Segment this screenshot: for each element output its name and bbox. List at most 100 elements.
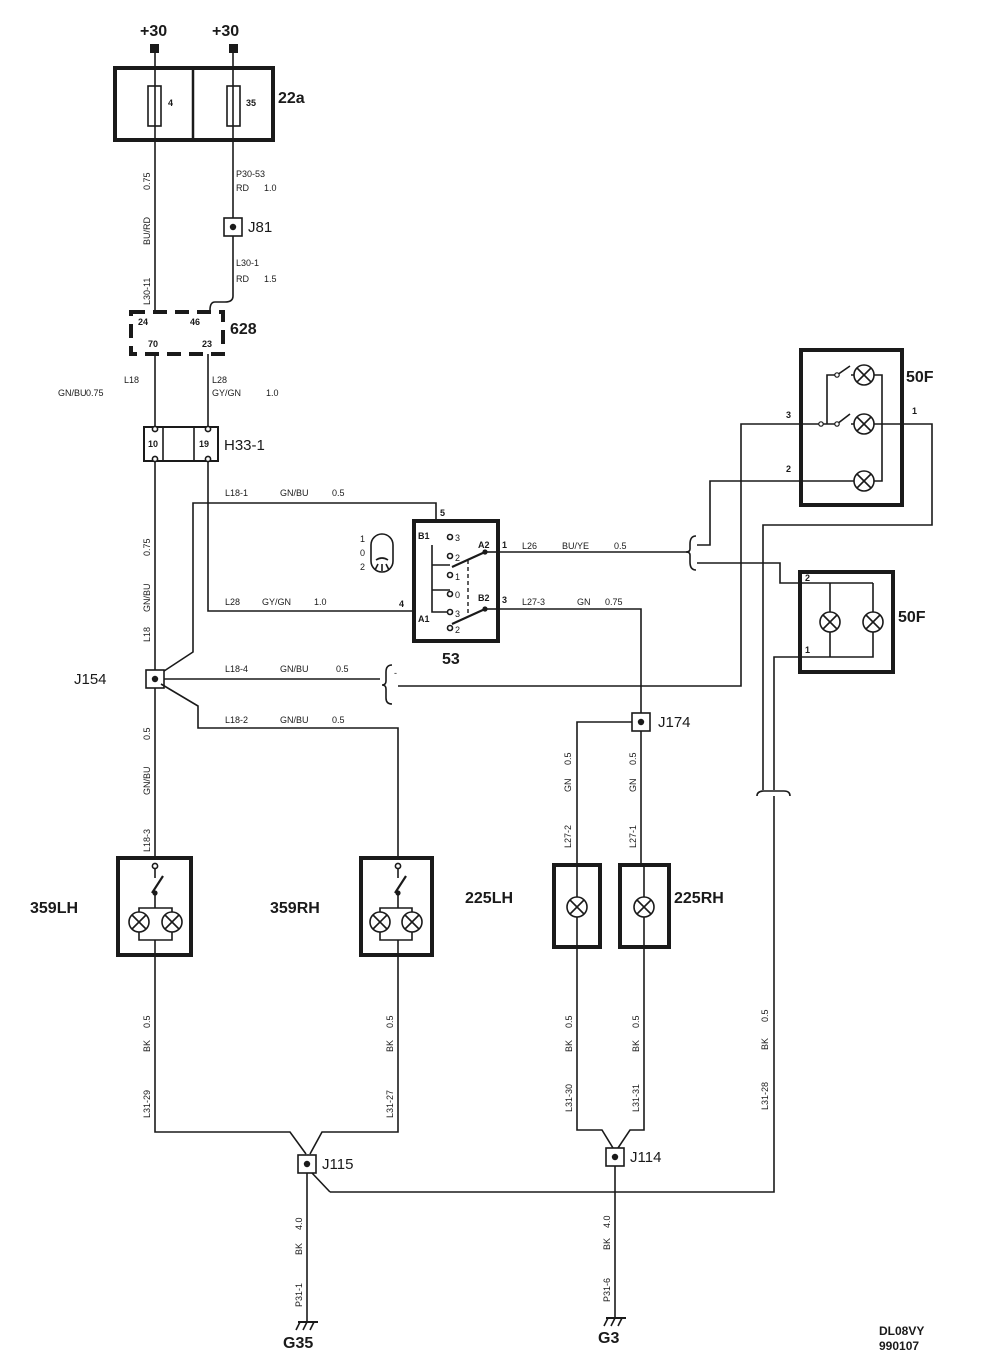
- c628-pin-46: 46: [190, 317, 200, 327]
- l18-2-size: 0.5: [332, 715, 345, 725]
- switch-pin-5: 5: [440, 508, 445, 518]
- j81-wire-size: 1.5: [264, 274, 277, 284]
- l31-29-size: 0.5: [142, 1015, 152, 1028]
- connector-h33-1: 10 19 H33-1: [143, 425, 265, 463]
- l18-4-size: 0.5: [336, 664, 349, 674]
- fuse35-wire-id: P30-53: [236, 169, 265, 179]
- l31-28-color: BK: [760, 1038, 770, 1050]
- supply-right-label: +30: [212, 23, 239, 40]
- f50-bottom-lamp-2-icon: [862, 611, 884, 633]
- f50-top-pin2: 2: [786, 464, 791, 474]
- fuse-4-label: 4: [168, 98, 173, 108]
- fuse4-wire-size: 0.75: [142, 172, 152, 190]
- f50-top-pin3: 3: [786, 410, 791, 420]
- h33-pin-19: 19: [199, 439, 209, 449]
- h33-pin-10: 10: [148, 439, 158, 449]
- ground-g3-icon: G3: [598, 1317, 626, 1347]
- switch-contact-2: 2: [455, 553, 460, 563]
- j81-label: J81: [248, 219, 272, 236]
- junction-j174: J174: [631, 712, 691, 732]
- switch-id: 53: [442, 651, 460, 668]
- rh359-lamp-a-icon: [369, 911, 391, 933]
- footer-date: 990107: [879, 1339, 919, 1353]
- switch-b1: B1: [418, 531, 430, 541]
- switch-53: 53 5 4 1 3 B1 A1 A2 B2 3 2 1 0 3 2: [399, 508, 507, 668]
- switch-contact-0: 0: [455, 590, 460, 600]
- j81-wire-color: RD: [236, 274, 249, 284]
- l18-wire-size: 0.75: [86, 388, 104, 398]
- lh225-lamp-icon: [566, 896, 588, 918]
- l18-4-dash: -: [394, 668, 397, 678]
- l31-31-color: BK: [631, 1040, 641, 1052]
- l31-27-color: BK: [385, 1040, 395, 1052]
- l27-1-size: 0.5: [628, 752, 638, 765]
- p31-6-size: 4.0: [602, 1215, 612, 1228]
- j174-label: J174: [658, 714, 691, 731]
- p31-6-id: P31-6: [602, 1278, 612, 1302]
- g35-label: G35: [283, 1335, 313, 1352]
- l28-wire-size: 1.0: [266, 388, 279, 398]
- f50-top-lamp-2-icon: [853, 413, 875, 435]
- switch-pin-1: 1: [502, 540, 507, 550]
- l28-sw-size: 1.0: [314, 597, 327, 607]
- connector-628: 628 24 46 70 23: [129, 310, 257, 356]
- l31-27-size: 0.5: [385, 1015, 395, 1028]
- wire-j81-to-628: [209, 236, 234, 311]
- j81-wire-id: L30-1: [236, 258, 259, 268]
- switch-b2: B2: [478, 593, 490, 603]
- wire-j115-to-l31-28: [311, 1172, 331, 1193]
- l26-id: L26: [522, 541, 537, 551]
- ground-g35-icon: G35: [283, 1321, 318, 1352]
- rh225-lamp-icon: [633, 896, 655, 918]
- l18-3-id: L18-3: [142, 829, 152, 852]
- l31-28-size: 0.5: [760, 1009, 770, 1022]
- rh359-lamp-b-icon: [401, 911, 423, 933]
- wire-l18-2: [160, 683, 399, 858]
- l18-1-size: 0.5: [332, 488, 345, 498]
- switch-contact-1: 1: [455, 572, 460, 582]
- wire-50f-top-pin1-ground: [762, 423, 933, 790]
- footer-code: DL08VY: [879, 1324, 924, 1338]
- supply-right-terminal: [229, 44, 238, 53]
- l27-1-color: GN: [628, 779, 638, 793]
- supply-left-terminal: [150, 44, 159, 53]
- h33-down-color: GN/BU: [142, 583, 152, 612]
- l18-1-color: GN/BU: [280, 488, 309, 498]
- f50-top-lamp-3-icon: [853, 470, 875, 492]
- p31-1-id: P31-1: [294, 1283, 304, 1307]
- module-50f-top: 50F 3 2 1: [786, 348, 934, 507]
- module-50f-bottom: 50F 2 1: [798, 570, 926, 674]
- l27-3-id: L27-3: [522, 597, 545, 607]
- l31-31-id: L31-31: [631, 1084, 641, 1112]
- c628-pin-23: 23: [202, 339, 212, 349]
- lamp-225rh: 225RH: [618, 863, 724, 949]
- f50-top-pin1: 1: [912, 406, 917, 416]
- wire-50f-bottom-pin1-ground: [773, 656, 800, 790]
- c628-pin-24: 24: [138, 317, 148, 327]
- l18-4-color: GN/BU: [280, 664, 309, 674]
- lh225-label: 225LH: [465, 890, 513, 907]
- g3-label: G3: [598, 1330, 619, 1347]
- f50-bottom-lamp-1-icon: [819, 611, 841, 633]
- lh359-lamp-b-icon: [161, 911, 183, 933]
- l18-2-color: GN/BU: [280, 715, 309, 725]
- supply-right: +30: [212, 23, 239, 53]
- wire-to-50f-top-pin2: [697, 480, 800, 546]
- wire-l31-31: [617, 947, 645, 1149]
- c628-pin-70: 70: [148, 339, 158, 349]
- fuse-35-label: 35: [246, 98, 256, 108]
- wire-l31-30: [576, 947, 614, 1149]
- lamp-359rh: 359RH: [270, 856, 434, 957]
- p31-6-color: BK: [602, 1238, 612, 1250]
- switch-pin-4: 4: [399, 599, 404, 609]
- f50-bottom-pin1: 1: [805, 645, 810, 655]
- fuse35-wire-color: RD: [236, 183, 249, 193]
- lh359-label: 359LH: [30, 900, 78, 917]
- l18-2-id: L18-2: [225, 715, 248, 725]
- brace-top: [685, 535, 697, 571]
- fusebox-22a: 22a 4 35: [113, 66, 305, 142]
- junction-j81: J81: [223, 217, 272, 237]
- supply-left: +30: [140, 23, 167, 53]
- lh359-lamp-a-icon: [128, 911, 150, 933]
